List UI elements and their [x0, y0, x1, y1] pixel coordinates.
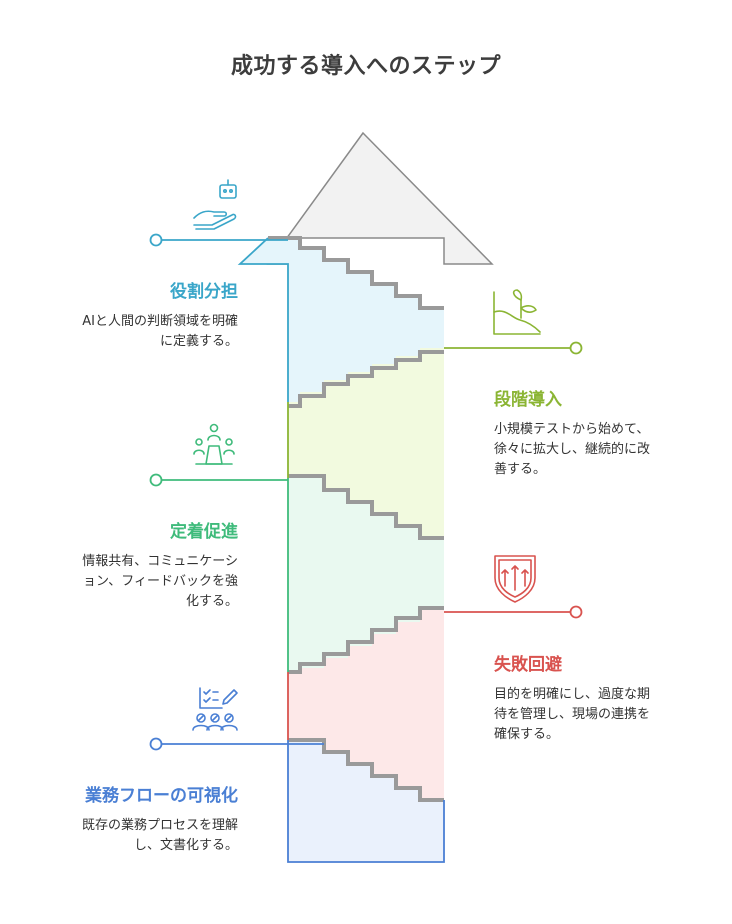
- section-teal-fill: [288, 478, 444, 672]
- checklist-team-icon: [192, 687, 238, 731]
- step-1-desc: AIと人間の判断領域を明確 に定義する。: [82, 314, 238, 349]
- stair-edge-1: [268, 236, 444, 310]
- section-outlines: [237, 237, 445, 863]
- step-1-title: 役割分担: [170, 282, 238, 302]
- connectors: [149, 233, 583, 751]
- step-4-title: 失敗回避: [494, 655, 562, 675]
- connector-dot-1: [149, 233, 163, 247]
- stair-edge-2: [288, 350, 444, 408]
- step-2-title: 段階導入: [494, 390, 562, 410]
- page-title: 成功する導入へのステップ: [230, 54, 501, 79]
- step-4-desc: 目的を明確にし、過度な期 待を管理し、現場の連携を 確保する。: [494, 687, 651, 742]
- connector-dot-2: [569, 341, 583, 355]
- stair-edges: [268, 236, 444, 802]
- robot-hand-icon: [193, 179, 237, 230]
- section-navy-outline: [287, 740, 445, 863]
- section-blue-outline: [237, 237, 289, 402]
- connector-dot-4: [569, 605, 583, 619]
- step-2-desc: 小規模テストから始めて、 徐々に拡大し、継続的に改 善する。: [494, 422, 651, 477]
- stair-edge-5: [288, 738, 444, 802]
- stair-edge-4: [288, 606, 444, 674]
- section-fills: [240, 238, 444, 862]
- step-5-title: 業務フローの可視化: [85, 786, 238, 806]
- section-navy-fill: [288, 740, 444, 862]
- stair-edge-3: [288, 474, 444, 540]
- step-5-desc: 既存の業務プロセスを理解 し、文書化する。: [81, 818, 238, 853]
- section-blue-fill: [240, 238, 444, 402]
- plant-growth-icon: [493, 289, 541, 335]
- team-meeting-icon: [193, 423, 235, 465]
- step-3-title: 定着促進: [170, 522, 238, 542]
- connector-dot-3: [149, 473, 163, 487]
- shield-arrows-icon: [494, 555, 536, 603]
- section-red-fill: [288, 610, 444, 800]
- step-3-desc: 情報共有、コミュニケーシ ョン、フィードバックを強 化する。: [82, 554, 238, 609]
- connector-dot-5: [149, 737, 163, 751]
